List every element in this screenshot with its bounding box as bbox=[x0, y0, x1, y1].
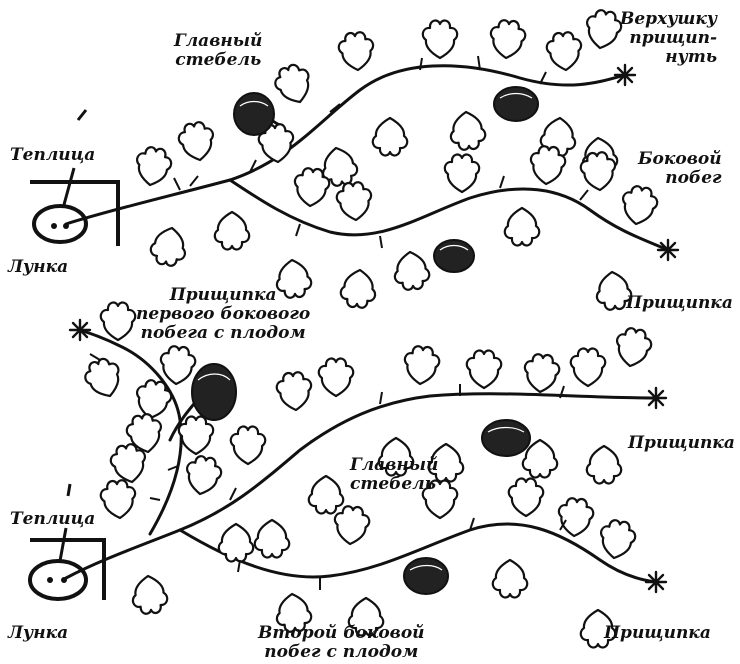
bottom-greenhouse-label: Теплица bbox=[10, 510, 95, 529]
bottom-pinch-label-upper: Прищипка bbox=[628, 434, 735, 453]
bottom-hole-label: Лунка bbox=[8, 624, 68, 643]
top-pinch-top-label: Верхушку прищип- нуть bbox=[620, 10, 717, 67]
top-side-shoot-label: Боковой побег bbox=[638, 150, 722, 188]
bottom-pinch-label-lower: Прищипка bbox=[604, 624, 711, 643]
top-pinch-label: Прищипка bbox=[626, 294, 733, 313]
bottom-first-side-pinch-label: Прищипка первого бокового побега с плодо… bbox=[136, 286, 310, 343]
top-hole-label: Лунка bbox=[8, 258, 68, 277]
bottom-second-side-label: Второй боковой побег с плодом bbox=[258, 624, 425, 662]
bottom-main-stem-label: Главный стебель bbox=[350, 456, 438, 494]
top-main-stem-label: Главный стебель bbox=[174, 32, 262, 70]
top-fruits bbox=[234, 87, 538, 272]
bottom-hole-ellipse bbox=[30, 561, 86, 599]
top-greenhouse-label: Теплица bbox=[10, 146, 95, 165]
top-hole-ellipse bbox=[34, 206, 86, 242]
